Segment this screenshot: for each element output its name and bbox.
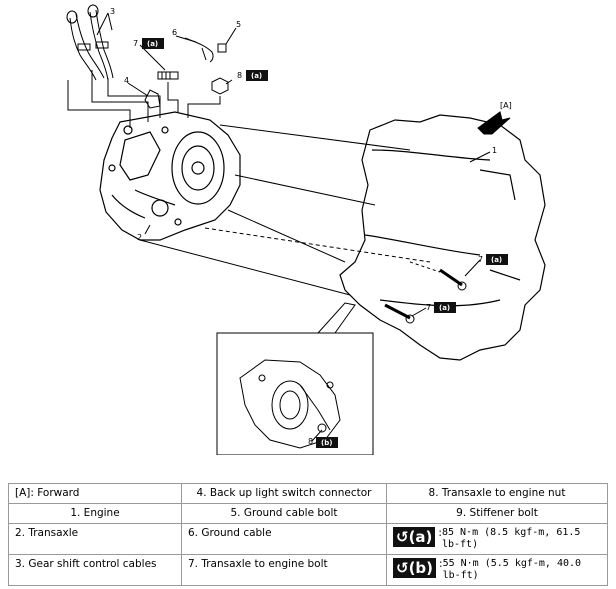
legend-item-8: 8. Transaxle to engine nut [386, 483, 608, 504]
backup-light-connector [144, 89, 161, 109]
transaxle-to-engine-bolt-lower [384, 303, 415, 324]
legend-item-5: 5. Ground cable bolt [181, 503, 387, 524]
wrench-torque-icon: ↺(a) [393, 527, 436, 547]
transaxle [99, 111, 241, 241]
legend-item-7: 7. Transaxle to engine bolt [181, 554, 387, 586]
transaxle-to-engine-bolt-upper [439, 268, 467, 291]
torque-badge-label: (a) [251, 72, 262, 80]
legend-row: [A]: Forward 4. Back up light switch con… [8, 483, 608, 504]
torque-badge-a-top: (a) [142, 38, 164, 49]
torque-badge-a-label: (a) [408, 528, 433, 546]
transaxle-to-engine-nut [211, 77, 229, 95]
callout-7-mid: 7 [478, 255, 483, 264]
legend-row: 3. Gear shift control cables 7. Transaxl… [8, 554, 608, 586]
callout-6: 6 [172, 28, 177, 37]
engine [339, 114, 546, 361]
legend-row: 1. Engine 5. Ground cable bolt 9. Stiffe… [8, 503, 608, 524]
legend-item-4: 4. Back up light switch connector [181, 483, 387, 504]
callout-2: 2 [137, 233, 142, 242]
callout-4: 4 [124, 76, 129, 85]
callout-8-inset: 8 [308, 437, 313, 446]
legend-torque-b: ↺(b) : 55 N·m (5.5 kgf-m, 40.0 lb-ft) [386, 554, 608, 586]
torque-badge-b-inset: (b) [316, 437, 338, 448]
gear-shift-cables [66, 4, 114, 81]
torque-badge-label: (a) [147, 40, 158, 48]
legend-item-2: 2. Transaxle [8, 523, 182, 555]
torque-badge-label: (a) [439, 304, 450, 312]
stiffener-detail [239, 359, 341, 449]
callout-forward: [A] [500, 101, 512, 110]
legend-table: [A]: Forward 4. Back up light switch con… [8, 483, 608, 586]
legend-torque-a: ↺(a) : 85 N·m (8.5 kgf-m, 61.5 lb-ft) [386, 523, 608, 555]
torque-a-value: 85 N·m (8.5 kgf-m, 61.5 lb-ft) [441, 527, 581, 550]
legend-item-9: 9. Stiffener bolt [386, 503, 608, 524]
legend-row: 2. Transaxle 6. Ground cable ↺(a) : 85 N… [8, 523, 608, 555]
callout-7-low: 7 [426, 303, 431, 312]
ground-cable [184, 37, 227, 63]
inset-box [216, 332, 374, 455]
legend-forward: [A]: Forward [8, 483, 182, 504]
legend-item-1: 1. Engine [8, 503, 182, 524]
callout-7-top: 7 [133, 39, 138, 48]
wrench-torque-icon: ↺(b) [393, 558, 437, 578]
torque-colon: : [439, 558, 443, 570]
torque-badge-label: (b) [321, 439, 332, 447]
callout-8-top: 8 [237, 71, 242, 80]
ground-cable-bolt [157, 71, 179, 80]
torque-colon: : [438, 527, 442, 539]
callout-3: 3 [110, 7, 115, 16]
legend-item-3: 3. Gear shift control cables [8, 554, 182, 586]
legend-item-6: 6. Ground cable [181, 523, 387, 555]
torque-badge-a-low: (a) [434, 302, 456, 313]
torque-badge-a-mid: (a) [486, 254, 508, 265]
exploded-diagram: 3 6 5 7 4 8 [A] 1 2 7 7 8 (a) (a) (a) (a… [66, 4, 546, 455]
forward-arrow-icon [477, 111, 511, 135]
torque-b-value: 55 N·m (5.5 kgf-m, 40.0 lb-ft) [442, 558, 582, 581]
torque-badge-b-label: (b) [408, 559, 434, 577]
torque-badge-label: (a) [491, 256, 502, 264]
callout-5: 5 [236, 20, 241, 29]
callout-1: 1 [492, 146, 497, 155]
torque-badge-a-nut: (a) [246, 70, 268, 81]
